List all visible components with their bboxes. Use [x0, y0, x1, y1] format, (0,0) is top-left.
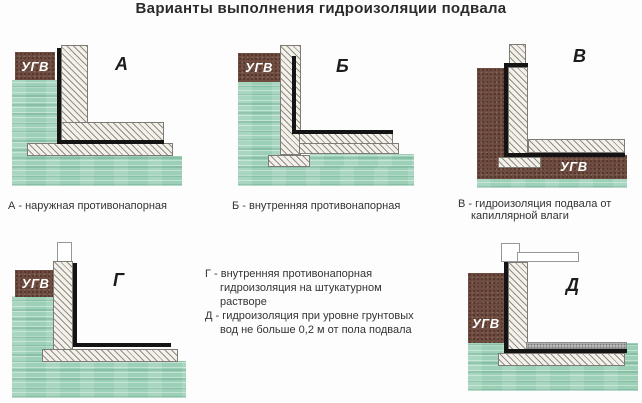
caption-variant-a: А - наружная противонапорная: [8, 200, 167, 212]
ugv-label: УГВ: [560, 159, 588, 174]
basement-wall: [508, 67, 528, 155]
above-ground-wall: [509, 44, 526, 64]
membrane-under-floor: [57, 140, 164, 144]
floor-slab-lower: [299, 143, 399, 154]
basement-wall: [53, 261, 73, 351]
legend-d-line2: вод не больше 0,2 м от пола подвала: [220, 324, 412, 336]
groundwater-level-marker: УГВ: [15, 270, 56, 297]
variant-letter: Г: [113, 270, 125, 290]
ugv-label: УГВ: [21, 58, 49, 74]
ground-floor-slab: [517, 252, 579, 262]
legend-d-line1: Д - гидроизоляция при уровне грунтовых: [205, 310, 414, 322]
footing-slab: [27, 143, 173, 156]
membrane-wall-inner: [292, 56, 296, 134]
diagram-variant-d: УГВ Д: [462, 240, 638, 400]
caption-variant-b: Б - внутренняя противонапорная: [232, 200, 401, 212]
diagram-variant-b: УГВ Б: [233, 42, 415, 188]
membrane-over-floor: [73, 343, 171, 347]
floor-slab: [42, 349, 178, 362]
floor-slab: [528, 139, 625, 153]
diagram-variant-g: УГВ Г: [8, 240, 193, 400]
membrane-under-floor: [504, 153, 625, 157]
groundwater-bottom: [12, 361, 186, 398]
variant-letter: Д: [566, 275, 579, 295]
soil-left: [468, 273, 508, 345]
variant-letter: А: [115, 54, 128, 74]
groundwater-bottom: [238, 167, 414, 186]
membrane-wall-inner: [73, 263, 77, 347]
caption-variant-v: В - гидроизоляция подвала от капиллярной…: [458, 198, 611, 222]
variant-letter: Б: [336, 56, 349, 76]
ugv-label: УГВ: [21, 276, 50, 291]
legend-g-line3: растворе: [220, 296, 267, 308]
groundwater-level-marker: УГВ: [15, 52, 55, 80]
diagram-variant-a: УГВ А: [8, 42, 190, 188]
legend-g-d: Г - внутренняя противонапорная гидроизол…: [205, 267, 414, 337]
footing-slab: [498, 353, 625, 366]
membrane-wall-outer: [57, 48, 61, 143]
legend-g-line2: гидроизоляция на штукатурном: [220, 282, 382, 294]
caption-variant-v-line1: В - гидроизоляция подвала от: [458, 198, 612, 210]
caption-variant-v-line2: капиллярной влаги: [471, 210, 569, 222]
variant-letter: В: [573, 46, 586, 66]
basement-wall: [280, 45, 301, 155]
legend-g-line1: Г - внутренняя противонапорная: [205, 268, 373, 280]
membrane-horizontal-cutoff: [504, 63, 528, 67]
groundwater-strip: [477, 179, 627, 188]
footing-slab: [498, 157, 541, 168]
above-ground-wall: [57, 242, 72, 262]
groundwater-bottom: [12, 156, 182, 186]
membrane-wall-outer: [504, 262, 508, 352]
page-title: Варианты выполнения гидроизоляции подвал…: [135, 0, 507, 17]
footing-slab: [268, 155, 310, 167]
membrane-under-floor: [504, 349, 627, 353]
floor-screed: [526, 342, 627, 349]
basement-wall: [508, 262, 528, 352]
ugv-label: УГВ: [472, 316, 500, 331]
ugv-label: УГВ: [245, 60, 273, 75]
groundwater-level-marker: УГВ: [238, 53, 280, 82]
diagram-variant-v: УГВ В: [462, 40, 638, 190]
membrane-over-floor: [292, 130, 393, 134]
membrane-wall-outer: [504, 63, 508, 157]
floor-slab: [61, 122, 164, 142]
